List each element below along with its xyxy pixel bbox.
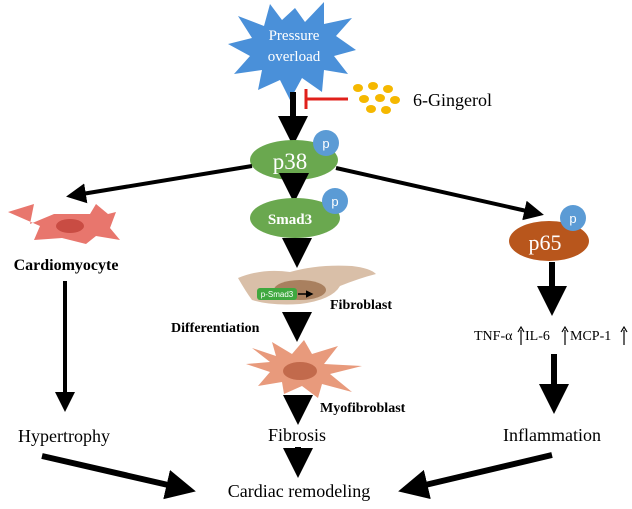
up-arrow-icon <box>561 325 569 345</box>
up-arrow-icon <box>620 325 628 345</box>
psmad3-tag <box>257 288 297 300</box>
gingerol-inhibitor: 6-Gingerol <box>304 82 492 114</box>
differentiation-label: Differentiation <box>171 321 260 336</box>
p38-node: p38 p <box>250 130 339 180</box>
hypertrophy-label: Hypertrophy <box>18 426 110 446</box>
arrow-inflammation-to-remodeling <box>398 452 553 500</box>
fibrosis-label: Fibrosis <box>268 425 326 445</box>
myofibroblast-nucleus <box>283 362 317 380</box>
up-arrow-icon <box>517 325 525 345</box>
cardiomyocyte-label: Cardiomyocyte <box>14 257 119 274</box>
phospho-badge-label: p <box>322 136 329 151</box>
phospho-badge-label: p <box>331 194 338 209</box>
p65-label: p65 <box>529 230 562 255</box>
gingerol-dots-icon <box>353 82 400 114</box>
cytokine-list: TNF-α IL-6 MCP-1 <box>474 325 628 345</box>
phospho-badge <box>313 130 339 156</box>
phospho-badge-label: p <box>569 211 576 226</box>
il6-label: IL-6 <box>525 329 550 344</box>
cardiomyocyte-nucleus <box>56 219 84 233</box>
myofibroblast-cell <box>246 340 362 398</box>
smad3-node: Smad3 p <box>250 188 348 238</box>
fibroblast-label: Fibroblast <box>330 298 392 313</box>
smad3-label: Smad3 <box>268 212 312 228</box>
arrow-hypertrophy-to-remodeling <box>41 453 196 500</box>
gingerol-label: 6-Gingerol <box>413 90 492 110</box>
tnf-label: TNF-α <box>474 329 513 344</box>
phospho-badge <box>322 188 348 214</box>
p65-node: p65 p <box>509 205 589 261</box>
mcp1-label: MCP-1 <box>570 329 611 344</box>
inflammation-label: Inflammation <box>503 425 601 445</box>
cardiomyocyte-cell <box>8 204 120 244</box>
arrow-p38-to-p65 <box>335 166 544 221</box>
psmad3-label: p-Smad3 <box>261 290 294 299</box>
phospho-badge <box>560 205 586 231</box>
cardiac-remodeling-label: Cardiac remodeling <box>228 481 370 501</box>
p38-label: p38 <box>273 149 308 174</box>
starburst-shape <box>228 2 356 100</box>
stimulus-label-line1: Pressure <box>269 28 320 44</box>
fibroblast-cell: p-Smad3 <box>238 265 376 305</box>
stimulus-label-line2: overload <box>268 49 321 65</box>
myofibroblast-label: Myofibroblast <box>320 401 406 416</box>
pressure-overload-node: Pressure overload <box>228 2 356 100</box>
arrow-p38-to-cardiomyocyte <box>66 164 253 204</box>
